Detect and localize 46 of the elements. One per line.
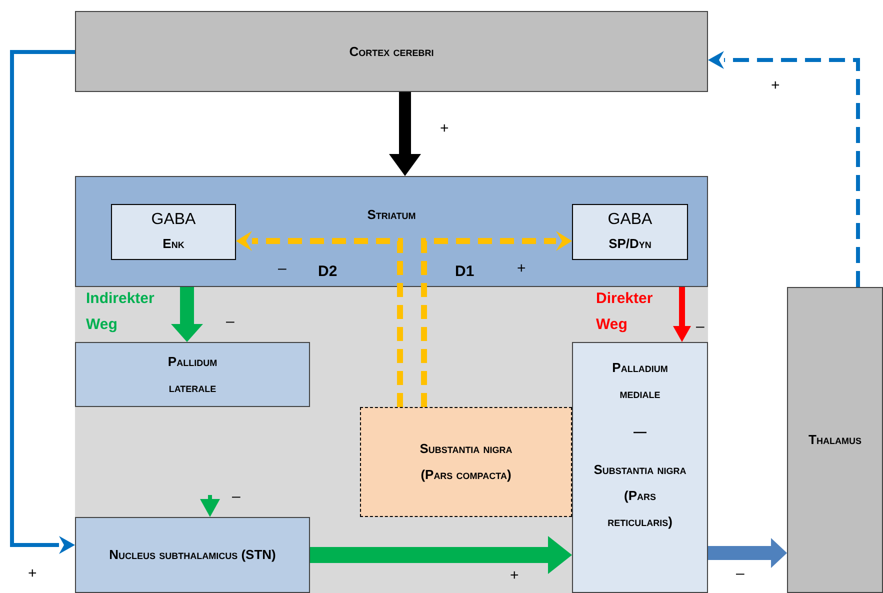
node-label: Nucleus subthalamicus (STN) [109,546,276,564]
node-label: Substantia nigra (Pars reticularis) [592,461,688,531]
sign-label: – [226,313,234,331]
arrow [200,495,220,517]
node-label: Enk [162,235,184,253]
edge-label: Indirekter Weg [86,289,156,335]
arrow [310,536,572,574]
node-label: — [634,423,646,441]
edge-label: D2 [318,262,338,282]
sign-label: – [696,318,704,336]
arrow [708,538,787,568]
node-label: Cortex cerebri [349,42,434,60]
sign-label: – [278,260,286,278]
node-label: Pallidum laterale [166,352,218,396]
region-box [75,176,708,287]
region-box [75,517,310,593]
node-label: GABA [608,210,652,230]
node-label: Striatum [367,206,416,224]
edge-label: Direkter Weg [596,289,654,335]
node-label: Thalamus [808,431,862,449]
region-box [572,204,688,260]
arrow [171,287,203,342]
edge-label: + [28,564,37,584]
arrow [673,287,691,342]
region-box [75,11,708,92]
sign-label: + [517,260,526,278]
arrow [708,51,860,287]
node-label: Palladium mediale [611,359,669,403]
arrow [236,231,403,407]
region-box [111,204,236,260]
arrow [421,231,572,407]
node-label: Substantia nigra (Pars compacta) [418,440,514,484]
edge-label: + [510,566,519,586]
arrow [389,92,421,176]
region-box [360,407,572,517]
edge-label: + [440,119,449,139]
edge-label: D1 [455,262,474,282]
edge-label: + [771,76,780,96]
edge-label: – [232,487,240,507]
region-box [75,342,310,407]
node-label: SP/Dyn [608,235,652,253]
region-box [787,287,883,593]
edge-label: – [736,564,744,584]
node-label: GABA [151,210,196,230]
region-box [572,342,708,593]
arrow [10,50,75,554]
